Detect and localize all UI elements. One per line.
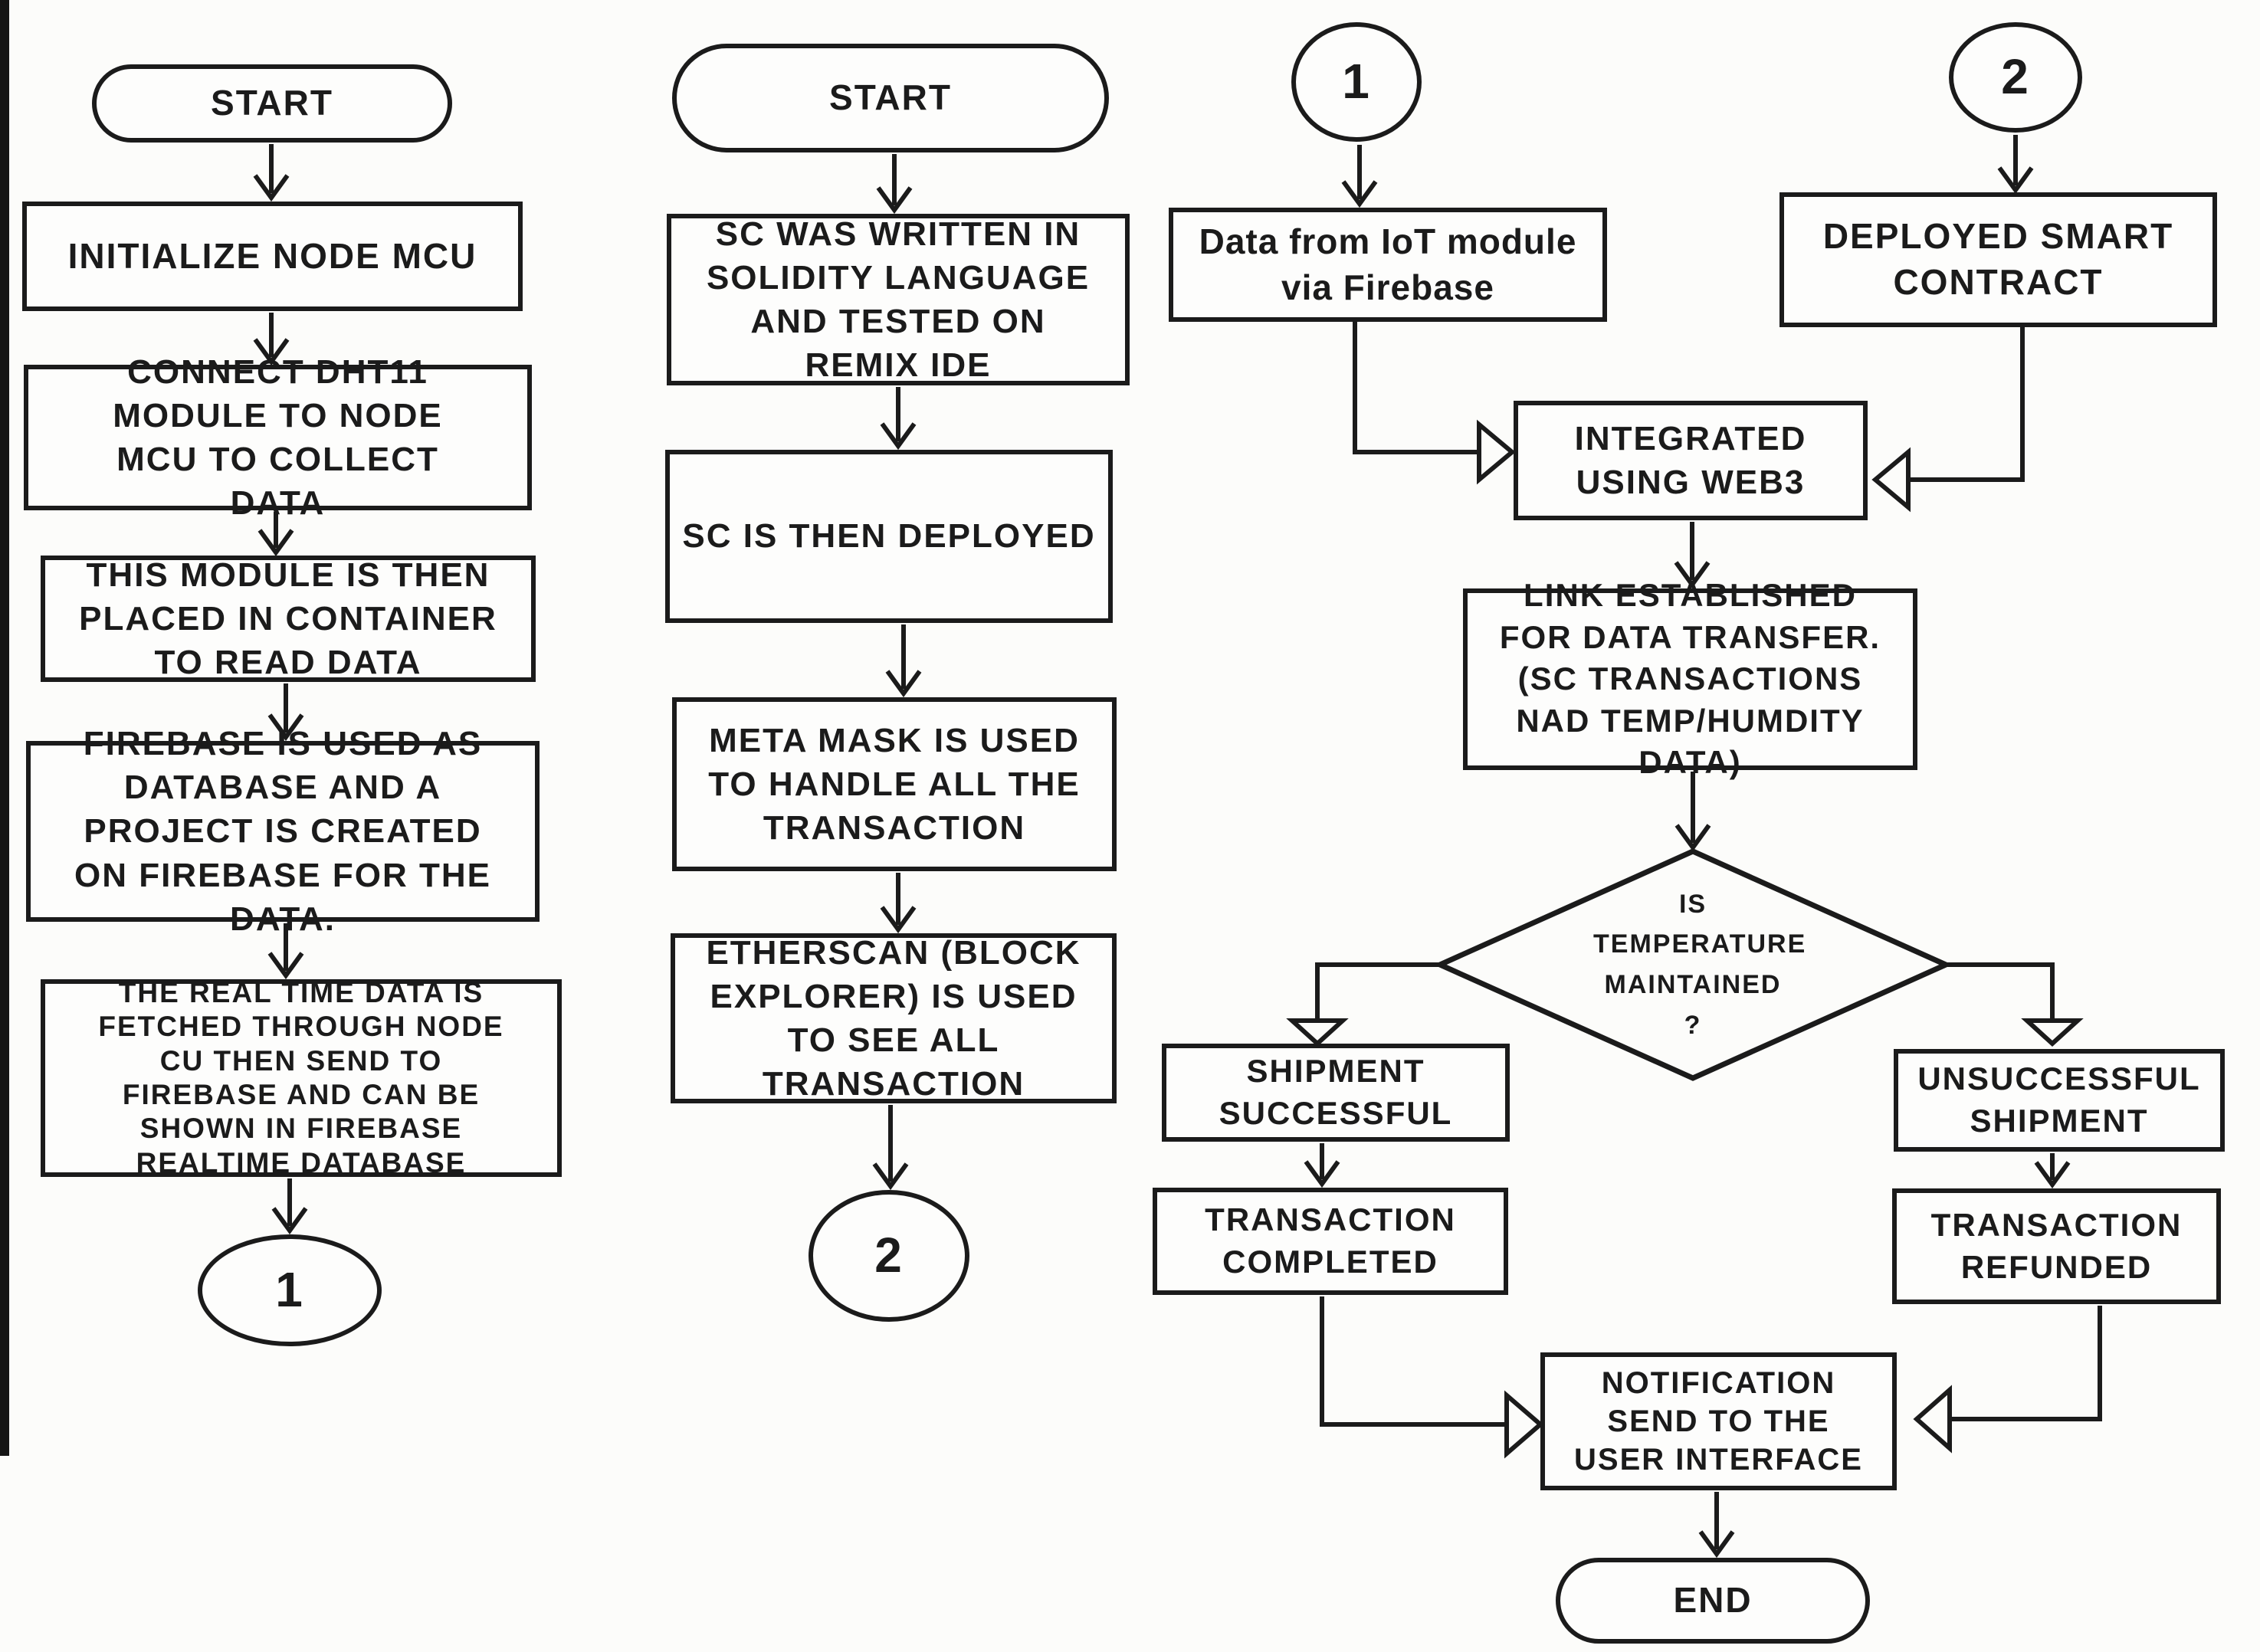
process-initialize-node-mcu: INITIALIZE NODE MCU	[22, 202, 523, 311]
process-sc-written: SC WAS WRITTEN IN SOLIDITY LANGUAGE AND …	[667, 214, 1130, 385]
decision-temperature-label-wrap: IS TEMPERATURE MAINTAINED ?	[1501, 890, 1884, 1040]
process-deployed-smart-contract-label: DEPLOYED SMART CONTRACT	[1822, 216, 2174, 302]
process-link-established: LINK ESTABLISHED FOR DATA TRANSFER. (SC …	[1463, 577, 1917, 780]
process-firebase-database-label: FIREBASE IS USED AS DATABASE AND A PROJE…	[74, 725, 492, 938]
elbow-decision-to-shipment	[1315, 962, 1440, 1021]
arrow-deployed-to-metamask	[885, 624, 922, 698]
arrow-shipment-to-completed	[1304, 1143, 1340, 1188]
hollow-arrow-into-notification-right	[1913, 1385, 1952, 1454]
elbow-decision-to-unsuccessful	[1946, 962, 2055, 1021]
decision-diamond	[1433, 848, 1953, 1081]
arrow-etherscan-to-connector2	[872, 1105, 909, 1191]
arrow-initialize-to-connect	[253, 313, 290, 366]
elbow-completed-to-notification	[1320, 1296, 1507, 1427]
offpage-connector-2-in-label: 2	[2001, 49, 2030, 105]
process-shipment-successful: SHIPMENT SUCCESSFUL	[1162, 1044, 1510, 1142]
elbow-deployed-sc-to-integrated	[1910, 327, 2025, 482]
process-connect-dht11-label: CONNECT DHT11 MODULE TO NODE MCU TO COLL…	[113, 352, 443, 523]
process-iot-data-firebase-label: Data from IoT module via Firebase	[1199, 221, 1577, 307]
arrow-start-iot-to-initialize	[253, 144, 290, 202]
arrow-start-sc-to-written	[876, 154, 913, 215]
terminator-start-sc: START	[672, 44, 1109, 152]
hollow-arrow-into-integrated-left	[1477, 419, 1516, 485]
process-initialize-node-mcu-label: INITIALIZE NODE MCU	[67, 235, 477, 276]
arrow-notification-to-end	[1698, 1492, 1735, 1559]
arrow-container-to-firebase	[267, 683, 304, 742]
process-shipment-successful-label: SHIPMENT SUCCESSFUL	[1219, 1053, 1453, 1131]
process-connect-dht11: CONNECT DHT11 MODULE TO NODE MCU TO COLL…	[24, 353, 532, 522]
hollow-arrow-into-integrated-right	[1871, 447, 1911, 513]
arrow-metamask-to-etherscan	[880, 873, 917, 934]
offpage-connector-2-out: 2	[809, 1190, 969, 1322]
arrow-connector2-to-deployed-sc	[1997, 135, 2034, 195]
elbow-refunded-to-notification	[1951, 1306, 2102, 1421]
process-etherscan: ETHERSCAN (BLOCK EXPLORER) IS USED TO SE…	[671, 933, 1117, 1103]
process-transaction-completed-label: TRANSACTION COMPLETED	[1205, 1201, 1456, 1280]
arrow-connect-to-container	[257, 512, 294, 557]
hollow-arrow-into-unsuccessful	[2021, 1018, 2084, 1047]
terminator-end: END	[1556, 1558, 1870, 1644]
arrow-written-to-deployed	[880, 387, 917, 451]
process-sc-deployed-label: SC IS THEN DEPLOYED	[682, 517, 1096, 556]
process-realtime-data: THE REAL TIME DATA IS FETCHED THROUGH NO…	[41, 976, 562, 1178]
process-unsuccessful-shipment-label: UNSUCCESSFUL SHIPMENT	[1917, 1060, 2201, 1139]
process-deployed-smart-contract: DEPLOYED SMART CONTRACT	[1779, 192, 2217, 327]
terminator-start-sc-label: START	[829, 77, 952, 118]
process-transaction-refunded: TRANSACTION REFUNDED	[1892, 1188, 2221, 1304]
arrow-integrated-to-link	[1674, 522, 1711, 589]
process-integrated-web3: INTEGRATED USING WEB3	[1514, 401, 1868, 520]
offpage-connector-1-out: 1	[198, 1234, 382, 1346]
process-sc-deployed: SC IS THEN DEPLOYED	[665, 450, 1113, 623]
terminator-start-iot-label: START	[211, 83, 333, 123]
offpage-connector-1-in: 1	[1291, 22, 1422, 142]
decision-temperature-label: IS TEMPERATURE MAINTAINED ?	[1593, 889, 1807, 1040]
process-iot-data-firebase: Data from IoT module via Firebase	[1169, 208, 1607, 322]
offpage-connector-1-in-label: 1	[1342, 54, 1371, 110]
process-meta-mask-label: META MASK IS USED TO HANDLE ALL THE TRAN…	[708, 721, 1081, 847]
process-etherscan-label: ETHERSCAN (BLOCK EXPLORER) IS USED TO SE…	[706, 933, 1081, 1103]
process-module-in-container: THIS MODULE IS THEN PLACED IN CONTAINER …	[41, 556, 536, 682]
process-realtime-data-label: THE REAL TIME DATA IS FETCHED THROUGH NO…	[98, 976, 504, 1178]
process-notification-user-interface: NOTIFICATION SEND TO THE USER INTERFACE	[1540, 1352, 1897, 1490]
process-transaction-refunded-label: TRANSACTION REFUNDED	[1930, 1206, 2183, 1285]
scan-edge-artifact	[0, 0, 9, 1456]
process-sc-written-label: SC WAS WRITTEN IN SOLIDITY LANGUAGE AND …	[706, 215, 1091, 385]
process-notification-user-interface-label: NOTIFICATION SEND TO THE USER INTERFACE	[1574, 1366, 1863, 1477]
process-module-in-container-label: THIS MODULE IS THEN PLACED IN CONTAINER …	[79, 556, 497, 682]
offpage-connector-2-out-label: 2	[874, 1228, 904, 1283]
arrow-link-to-decision	[1674, 772, 1711, 852]
arrow-connector1-to-iot-data	[1341, 145, 1378, 208]
elbow-iot-data-to-integrated	[1353, 322, 1478, 454]
offpage-connector-1-out-label: 1	[275, 1262, 304, 1318]
process-transaction-completed: TRANSACTION COMPLETED	[1153, 1188, 1508, 1295]
process-unsuccessful-shipment: UNSUCCESSFUL SHIPMENT	[1894, 1049, 2225, 1152]
hollow-arrow-into-shipment	[1286, 1018, 1349, 1047]
process-integrated-web3-label: INTEGRATED USING WEB3	[1574, 419, 1807, 501]
terminator-start-iot: START	[92, 64, 452, 143]
process-firebase-database: FIREBASE IS USED AS DATABASE AND A PROJE…	[26, 725, 540, 938]
arrow-firebase-to-realtime	[267, 923, 304, 980]
terminator-end-label: END	[1673, 1580, 1753, 1621]
offpage-connector-2-in: 2	[1949, 22, 2082, 133]
arrow-unsuccessful-to-refunded	[2034, 1153, 2071, 1189]
process-link-established-label: LINK ESTABLISHED FOR DATA TRANSFER. (SC …	[1499, 577, 1881, 781]
arrow-realtime-to-connector1	[271, 1178, 308, 1235]
process-meta-mask: META MASK IS USED TO HANDLE ALL THE TRAN…	[672, 697, 1117, 871]
hollow-arrow-into-notification-left	[1504, 1390, 1544, 1459]
